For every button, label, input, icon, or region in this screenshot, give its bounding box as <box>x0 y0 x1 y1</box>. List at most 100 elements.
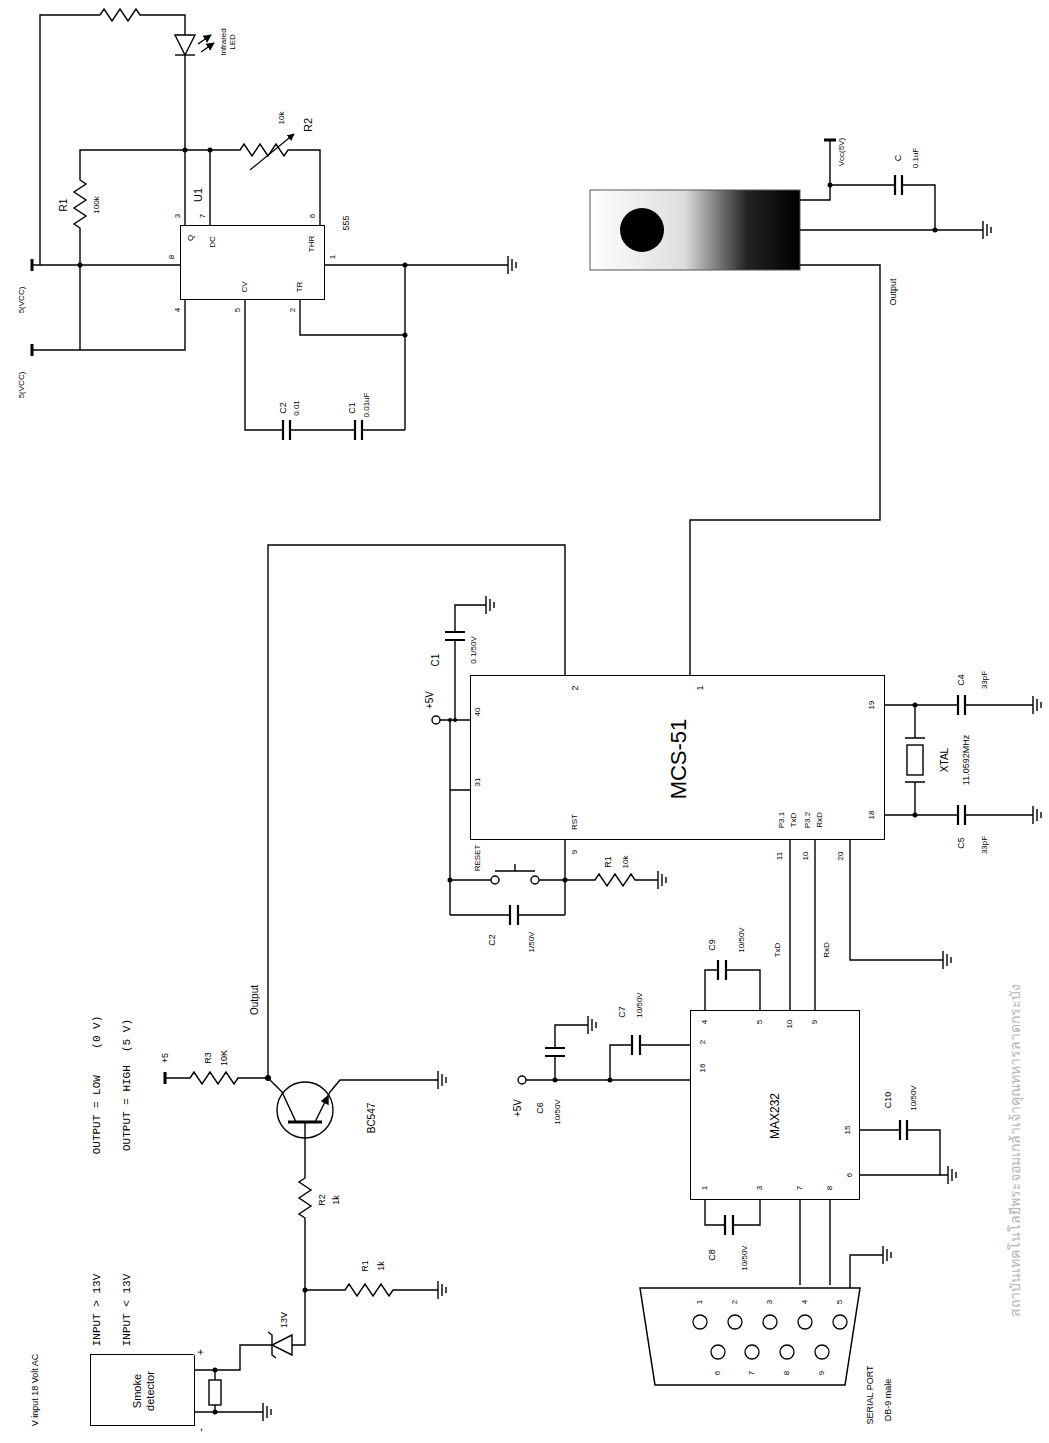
junction-dot <box>448 718 452 722</box>
zener-symbol <box>268 1332 276 1358</box>
ground-symbol <box>255 1403 271 1421</box>
chip-label: MAX232 <box>769 1092 783 1138</box>
ground-symbol <box>430 1071 446 1089</box>
part-label: 10k <box>277 112 286 125</box>
part-label: 8 <box>782 1371 791 1375</box>
variable-resistor-arrow <box>250 134 294 170</box>
part-label: R1 <box>58 199 70 212</box>
terminal-symbol <box>32 140 836 1084</box>
pin-hole <box>833 1315 847 1329</box>
part-label: 1k <box>376 1261 386 1271</box>
zener-symbol <box>268 1332 292 1358</box>
ground-symbol <box>580 1016 596 1034</box>
chip-label: DB-9 male <box>883 1379 893 1422</box>
ground-symbol <box>255 221 1041 1421</box>
part-label: 3 <box>755 1186 764 1190</box>
crystal-symbol <box>907 745 923 775</box>
part-label: OUTPUT = HIGH (5 V) <box>121 1019 134 1151</box>
junction-dot <box>913 703 918 708</box>
switch-symbol <box>495 864 535 871</box>
pin-hole <box>815 1345 829 1359</box>
sensor-symbol <box>590 190 800 270</box>
junction-dot <box>78 263 83 268</box>
wire <box>305 1284 430 1296</box>
resistor-symbol <box>209 1380 221 1405</box>
terminal-symbol <box>32 140 836 1084</box>
part-label: 10/50V <box>909 1085 918 1110</box>
part-label: 10/50V <box>553 1099 562 1124</box>
junction-dot <box>213 1410 218 1415</box>
junction-dot <box>208 148 213 153</box>
part-label: TR <box>295 282 304 293</box>
part-label: C5 <box>956 837 966 849</box>
part-label: 2 <box>570 685 580 690</box>
part-label: DC <box>208 236 217 248</box>
ground-symbol <box>478 596 494 614</box>
pin-hole <box>763 1315 777 1329</box>
junction-dot <box>403 333 408 338</box>
chip-label: 555 <box>341 215 351 230</box>
wire <box>185 150 210 225</box>
wire <box>32 9 1025 1412</box>
part-label: 5(VCC) <box>17 287 26 314</box>
part-label: 1/50V <box>527 932 536 953</box>
junction-dot <box>933 228 938 233</box>
part-label: + <box>194 1349 207 1355</box>
part-label: 8 <box>167 255 176 259</box>
part-label: 3 <box>765 1300 774 1304</box>
part-label: C8 <box>707 1249 717 1261</box>
part-label: C10 <box>883 1092 893 1109</box>
part-label: 7 <box>198 214 207 218</box>
part-label: R3 <box>203 1052 213 1064</box>
part-label: C4 <box>956 674 966 686</box>
ground-symbol <box>875 1246 891 1264</box>
part-label: 40 <box>473 708 482 717</box>
signal-name: RxD <box>822 942 831 958</box>
part-label: 10/50V <box>635 992 644 1017</box>
part-label: 4 <box>800 1300 809 1304</box>
part-label: 10/50V <box>737 927 746 952</box>
ground-symbol <box>935 951 951 969</box>
sensor-symbol <box>620 208 664 252</box>
part-label: Output <box>888 278 898 305</box>
part-label: +5V <box>512 1099 524 1117</box>
terminal-symbol <box>432 716 440 724</box>
part-label: INPUT > 13V <box>91 1274 104 1347</box>
wire <box>565 874 650 886</box>
junction-dot <box>183 148 188 153</box>
part-label: 5 <box>233 308 242 312</box>
pin-hole <box>711 1345 725 1359</box>
transistor-symbol <box>288 1121 322 1124</box>
led-symbol <box>198 35 211 44</box>
resistor-symbol <box>209 1380 221 1405</box>
led-symbol <box>175 54 195 55</box>
part-label: 7 <box>747 1371 756 1375</box>
transistor-symbol <box>277 1082 333 1138</box>
junction-dot <box>913 813 918 818</box>
signal-name: TxD <box>773 943 782 958</box>
capacitor-symbol <box>283 175 965 1235</box>
part-label: 11.0592MHz <box>961 735 971 785</box>
junction-dot <box>303 1288 308 1293</box>
part-label: 9 <box>817 1371 826 1375</box>
part-label: TxD <box>789 813 798 828</box>
pin-hole <box>798 1315 812 1329</box>
part-label: 0.01 <box>292 400 301 416</box>
ground-symbol <box>975 221 991 239</box>
switch-symbol <box>531 876 539 884</box>
wire <box>165 1072 268 1084</box>
part-label: OUTPUT = LOW (0 V) <box>91 1016 104 1155</box>
part-label: Output <box>249 985 261 1015</box>
part-label: R1 <box>603 856 613 868</box>
part-label: 5 <box>835 1300 844 1304</box>
wire <box>100 9 185 35</box>
part-label: 1 <box>695 685 705 690</box>
part-label: 2 <box>288 308 297 312</box>
part-label: R2 <box>317 1194 327 1206</box>
chip-box: MAX232 <box>690 1010 860 1200</box>
part-label: Vcc(5V) <box>837 138 846 166</box>
part-label: 2 <box>730 1300 739 1304</box>
ground-symbol <box>500 256 516 274</box>
terminal-symbol <box>518 1076 526 1084</box>
